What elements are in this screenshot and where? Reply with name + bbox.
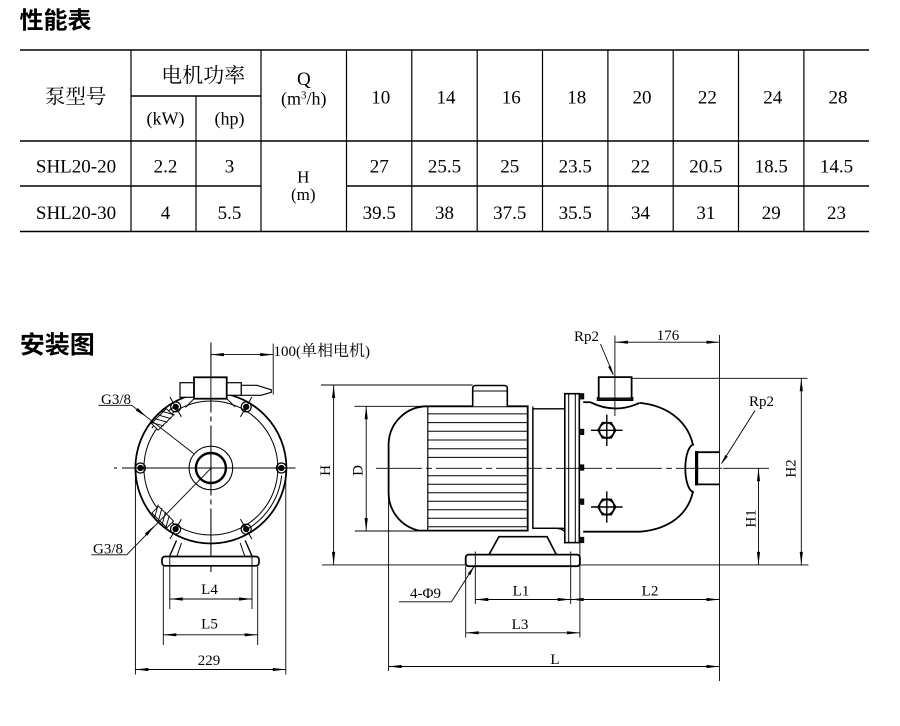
svg-text:176: 176 (657, 328, 680, 344)
svg-text:31: 31 (696, 203, 715, 224)
svg-text:39.5: 39.5 (363, 203, 396, 224)
svg-text:10: 10 (371, 88, 390, 109)
svg-text:28: 28 (829, 88, 848, 109)
svg-text:23.5: 23.5 (559, 157, 592, 178)
svg-text:20.5: 20.5 (689, 157, 722, 178)
svg-text:29: 29 (762, 203, 781, 224)
svg-text:24: 24 (763, 88, 783, 109)
svg-text:14.5: 14.5 (820, 157, 853, 178)
svg-text:Rp2: Rp2 (749, 394, 774, 410)
svg-text:4-Φ9: 4-Φ9 (410, 586, 441, 602)
svg-text:Rp2: Rp2 (574, 329, 599, 345)
svg-text:25.5: 25.5 (428, 157, 461, 178)
svg-text:H2: H2 (783, 459, 799, 477)
svg-text:G3/8: G3/8 (101, 392, 131, 408)
svg-text:L4: L4 (201, 582, 218, 598)
svg-text:H: H (318, 465, 334, 476)
svg-text:22: 22 (631, 157, 650, 178)
svg-text:5.5: 5.5 (218, 203, 242, 224)
svg-text:(hp): (hp) (215, 109, 245, 130)
svg-text:H1: H1 (743, 509, 759, 527)
svg-text:22: 22 (698, 88, 717, 109)
svg-text:4: 4 (161, 203, 171, 224)
svg-text:3: 3 (225, 157, 235, 178)
svg-text:L3: L3 (512, 617, 529, 633)
svg-text:L1: L1 (513, 584, 530, 600)
svg-text:229: 229 (198, 653, 221, 669)
svg-text:H: H (297, 168, 309, 187)
svg-text:G3/8: G3/8 (93, 542, 123, 558)
svg-text:(m): (m) (291, 185, 316, 204)
svg-text:18.5: 18.5 (755, 157, 788, 178)
svg-text:(kW): (kW) (147, 109, 185, 130)
svg-text:34: 34 (631, 203, 651, 224)
svg-text:35.5: 35.5 (559, 203, 592, 224)
svg-text:16: 16 (502, 88, 521, 109)
svg-text:L5: L5 (201, 617, 218, 633)
svg-text:SHL20-20: SHL20-20 (36, 157, 116, 178)
svg-text:25: 25 (500, 157, 519, 178)
svg-text:38: 38 (435, 203, 454, 224)
svg-text:(m3/h): (m3/h) (281, 89, 327, 110)
svg-text:SHL20-30: SHL20-30 (36, 203, 116, 224)
svg-text:23: 23 (827, 203, 846, 224)
svg-text:L: L (550, 652, 559, 668)
svg-text:D: D (351, 465, 367, 476)
svg-text:): ) (365, 344, 370, 360)
svg-text:37.5: 37.5 (493, 203, 526, 224)
svg-text:Q: Q (297, 69, 311, 90)
svg-text:2.2: 2.2 (154, 157, 178, 178)
svg-text:20: 20 (633, 88, 652, 109)
svg-text:14: 14 (437, 88, 457, 109)
svg-text:18: 18 (567, 88, 586, 109)
svg-text:L2: L2 (642, 584, 659, 600)
svg-text:100(: 100( (274, 344, 302, 360)
svg-text:27: 27 (370, 157, 389, 178)
